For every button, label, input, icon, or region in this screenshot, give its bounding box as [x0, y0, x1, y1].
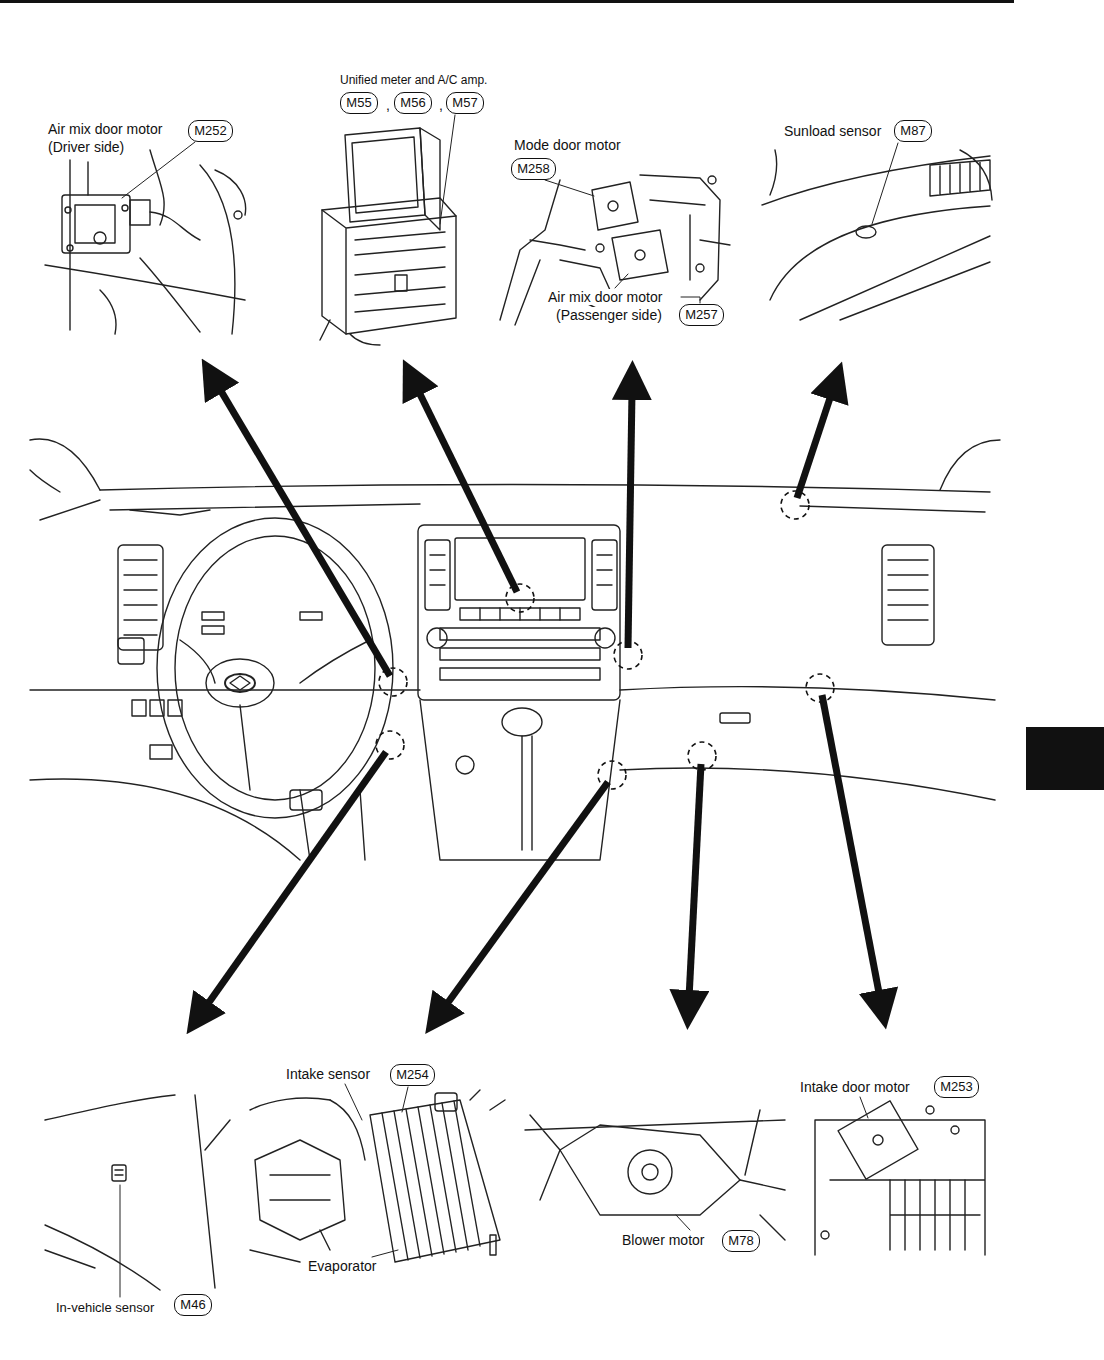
connector-badge: M258 — [511, 158, 556, 180]
part-label: (Driver side) — [48, 139, 124, 155]
part-label: Air mix door motor — [548, 289, 662, 305]
connector-badge: M257 — [679, 304, 724, 326]
connector-number: M57 — [452, 95, 477, 110]
connector-number: M258 — [517, 161, 550, 176]
part-label: Mode door motor — [514, 137, 621, 153]
connector-badge: M252 — [188, 120, 233, 142]
part-label: Blower motor — [622, 1232, 704, 1248]
connector-badge: M87 — [894, 120, 932, 142]
part-label: Intake door motor — [800, 1079, 910, 1095]
part-label: In-vehicle sensor — [56, 1300, 154, 1316]
part-label: Intake sensor — [286, 1066, 370, 1082]
connector-number: M254 — [396, 1067, 429, 1082]
part-label: (Passenger side) — [556, 307, 662, 323]
connector-number: M252 — [194, 123, 227, 138]
component-sketches — [45, 115, 992, 1297]
connector-badge: M55 — [340, 92, 378, 114]
location-markers — [376, 491, 834, 789]
connector-number: M87 — [900, 123, 925, 138]
connector-badge: M78 — [722, 1230, 760, 1252]
part-label: Air mix door motor — [48, 121, 162, 137]
connector-badge: M56 — [394, 92, 432, 114]
section-tab — [1026, 727, 1104, 790]
part-label: Evaporator — [308, 1258, 376, 1274]
connector-number: M46 — [180, 1297, 205, 1312]
connector-badge: M57 — [446, 92, 484, 114]
connector-number: M257 — [685, 307, 718, 322]
location-arrows — [205, 386, 880, 1008]
part-label: Unified meter and A/C amp. — [340, 72, 487, 88]
part-label: Sunload sensor — [784, 123, 881, 139]
connector-number: M56 — [400, 95, 425, 110]
header-rule — [0, 0, 1014, 3]
connector-number: M253 — [940, 1079, 973, 1094]
connector-number: M78 — [728, 1233, 753, 1248]
part-label: , — [386, 97, 390, 113]
connector-number: M55 — [346, 95, 371, 110]
dashboard-drawing — [30, 439, 1000, 860]
connector-badge: M254 — [390, 1064, 435, 1086]
connector-badge: M253 — [934, 1076, 979, 1098]
part-label: , — [439, 97, 443, 113]
connector-badge: M46 — [174, 1294, 212, 1316]
